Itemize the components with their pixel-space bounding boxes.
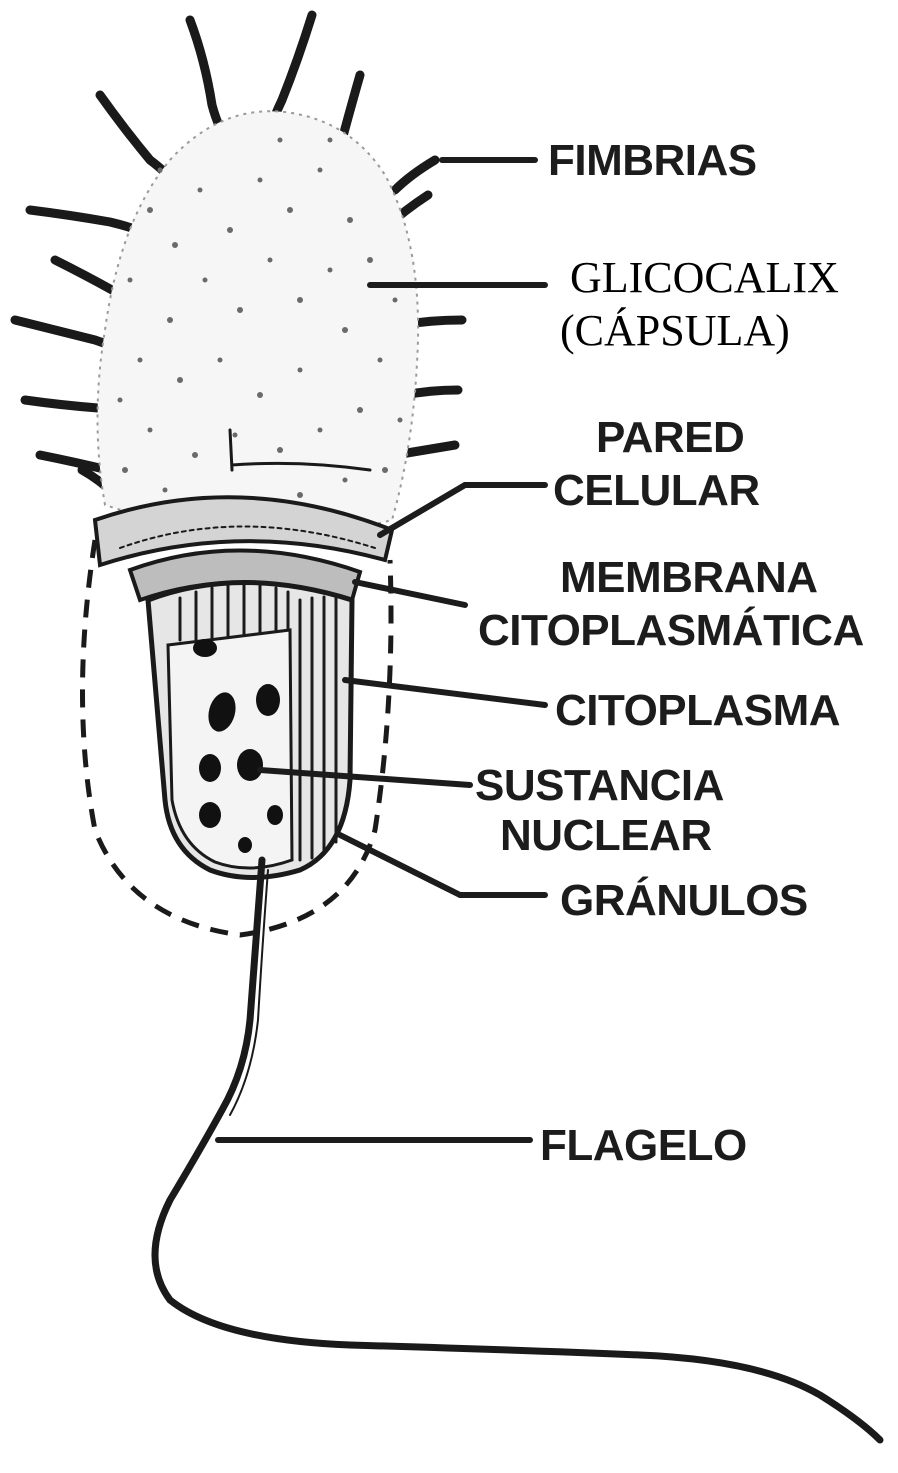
label-citoplasmatica: CITOPLASMÁTICA (478, 605, 864, 655)
labels: FIMBRIAS GLICOCALIX (CÁPSULA) PARED CELU… (475, 136, 864, 1170)
label-celular: CELULAR (553, 466, 760, 515)
label-citoplasma: CITOPLASMA (555, 686, 840, 735)
glicocalix-capsule (98, 111, 419, 534)
label-flagelo: FLAGELO (540, 1121, 747, 1170)
label-fimbrias: FIMBRIAS (548, 136, 757, 185)
label-sustancia: SUSTANCIA (475, 761, 724, 810)
label-nuclear: NUCLEAR (500, 811, 712, 860)
label-glicocalix: GLICOCALIX (570, 253, 839, 302)
label-pared: PARED (596, 413, 744, 462)
label-granulos: GRÁNULOS (560, 875, 808, 925)
flagellum (155, 860, 880, 1440)
cytoplasm-body (148, 583, 352, 878)
label-membrana: MEMBRANA (560, 553, 818, 602)
label-capsula: (CÁPSULA) (560, 306, 790, 355)
